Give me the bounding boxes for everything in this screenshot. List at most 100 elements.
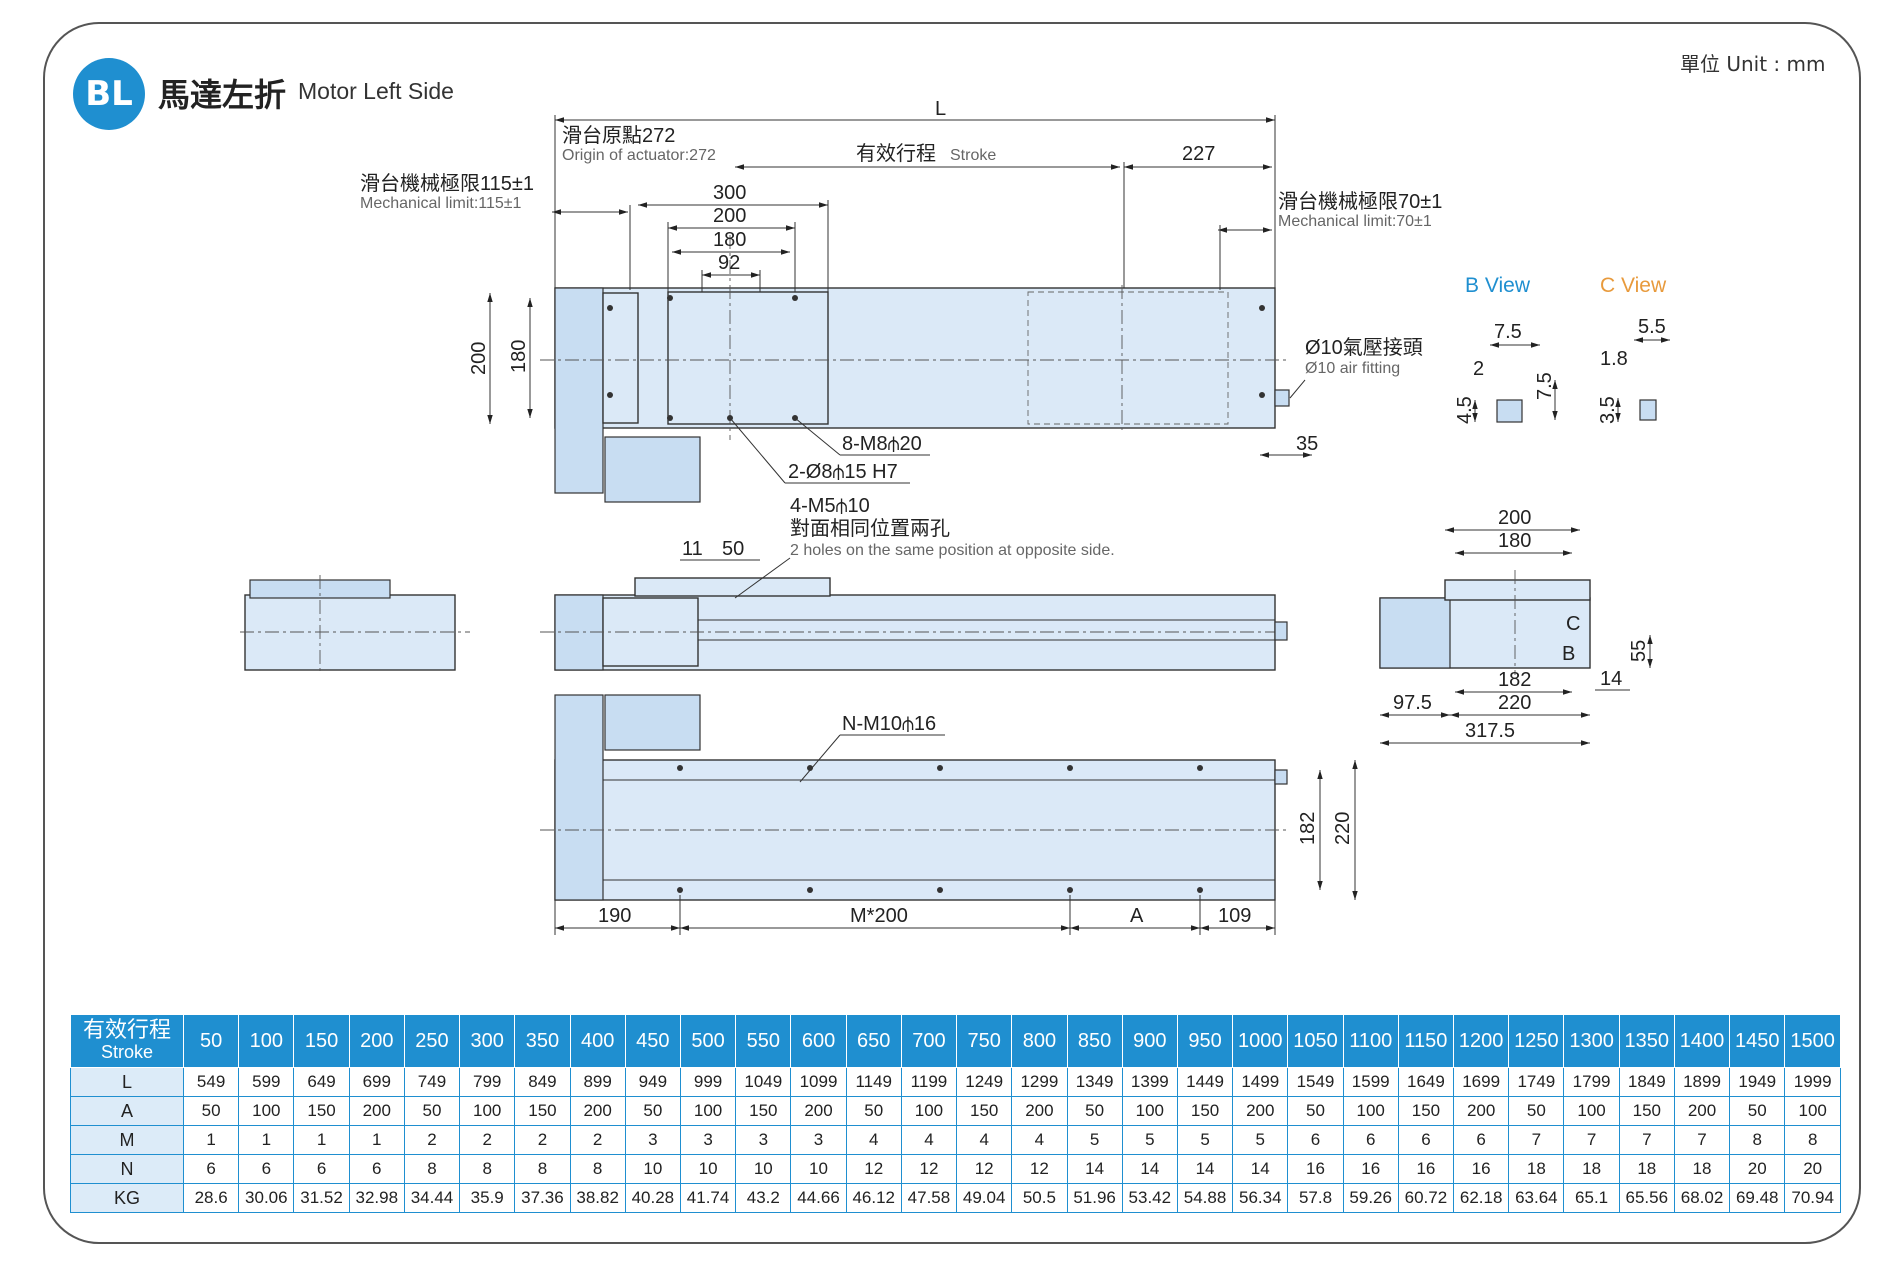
dim-M200: M*200 [850,905,908,927]
table-cell: 50 [845,1096,902,1126]
table-cell: 47.58 [900,1183,958,1213]
left-end-view [240,575,470,675]
table-cell: 8 [514,1154,571,1184]
table-cell: 16 [1287,1154,1344,1184]
b-view-d2: 2 [1473,358,1484,380]
c-view-d18: 1.8 [1600,348,1628,370]
c-view-d55: 5.5 [1638,316,1666,338]
dim-e14: 14 [1600,668,1622,690]
table-cell: 7 [1508,1125,1565,1155]
table-cell: 1 [238,1125,295,1155]
table-cell: 12 [956,1154,1013,1184]
table-cell: 200 [348,1096,405,1126]
table-cell: 50 [1729,1096,1786,1126]
stroke-header: 100 [238,1014,295,1068]
stroke-header: 1300 [1563,1014,1620,1068]
table-cell: 5 [1232,1125,1289,1155]
row-label: M [70,1125,184,1155]
table-cell: 8 [459,1154,516,1184]
dim-227: 227 [1182,143,1215,165]
table-cell: 68.02 [1673,1183,1731,1213]
callout-n-m10: N-M10⫛16 [842,713,936,735]
table-cell: 50 [403,1096,461,1126]
table-cell: 1599 [1342,1067,1399,1097]
callout-m8: 8-M8⫛20 [842,433,922,455]
stroke-header: 1500 [1784,1014,1841,1068]
table-cell: 2 [459,1125,516,1155]
stroke-header: 1250 [1508,1014,1565,1068]
table-cell: 60.72 [1397,1183,1455,1213]
b-view-d75: 7.5 [1494,321,1522,343]
table-cell: 54.88 [1176,1183,1234,1213]
table-cell: 100 [679,1096,737,1126]
dim-L: L [935,98,946,120]
bottom-motor [604,694,701,751]
stroke-header: 1100 [1342,1014,1399,1068]
stroke-header: 250 [403,1014,461,1068]
row-label: L [70,1067,184,1097]
table-cell: 59.26 [1342,1183,1399,1213]
table-cell: 14 [1232,1154,1289,1184]
table-cell: 549 [182,1067,240,1097]
table-cell: 18 [1508,1154,1565,1184]
title-chinese: 馬達左折 [158,76,287,114]
stroke-header: 900 [1121,1014,1178,1068]
dim-11: 11 [682,538,703,560]
table-cell: 69.48 [1729,1183,1786,1213]
table-cell: 35.9 [459,1183,516,1213]
dim-180: 180 [713,229,746,251]
dim-e220: 220 [1498,692,1531,714]
table-cell: 50 [1508,1096,1565,1126]
b-view-title: B View [1465,274,1531,297]
table-cell: 6 [182,1154,240,1184]
dim-h180: 180 [508,340,530,373]
table-cell: 50 [1287,1096,1344,1126]
stroke-header: 450 [624,1014,681,1068]
table-cell: 100 [1121,1096,1178,1126]
table-cell: 1449 [1176,1067,1234,1097]
dim-origin-cn: 滑台原點272 [562,124,675,147]
table-cell: 50.5 [1011,1183,1068,1213]
dim-e182: 182 [1498,669,1531,691]
table-cell: 1999 [1784,1067,1841,1097]
table-cell: 1849 [1618,1067,1675,1097]
table-cell: 6 [1342,1125,1399,1155]
table-cell: 1149 [845,1067,902,1097]
table-cell: 10 [624,1154,681,1184]
table-cell: 2 [569,1125,626,1155]
dim-35: 35 [1296,433,1318,455]
dim-92: 92 [718,252,740,274]
table-cell: 10 [790,1154,847,1184]
table-cell: 150 [735,1096,792,1126]
table-cell: 1949 [1729,1067,1786,1097]
table-cell: 1 [293,1125,350,1155]
table-cell: 150 [293,1096,350,1126]
table-cell: 150 [956,1096,1013,1126]
mech-right-cn: 滑台機械極限70±1 [1278,190,1442,213]
table-cell: 6 [1453,1125,1510,1155]
dim-190: 190 [598,905,631,927]
table-cell: 31.52 [293,1183,350,1213]
stroke-header: 800 [1011,1014,1068,1068]
table-cell: 1899 [1673,1067,1731,1097]
table-cell: 5 [1176,1125,1234,1155]
table-cell: 1649 [1397,1067,1455,1097]
table-cell: 1799 [1563,1067,1620,1097]
table-cell: 20 [1784,1154,1841,1184]
bottom-view: N-M10⫛16 182 220 190 M*200 A 109 [540,694,1358,935]
stroke-header: 200 [348,1014,405,1068]
table-cell: 3 [790,1125,847,1155]
table-cell: 1 [182,1125,240,1155]
table-header-cn: 有效行程 [82,1017,171,1042]
table-cell: 56.34 [1232,1183,1289,1213]
dim-e975: 97.5 [1393,692,1432,714]
table-cell: 3 [679,1125,737,1155]
table-cell: 16 [1397,1154,1455,1184]
table-cell: 1699 [1453,1067,1510,1097]
dim-stroke-cn: 有效行程 [856,142,936,165]
b-view: B View 7.5 2 7.5 4.5 [1454,274,1558,424]
table-cell: 50 [624,1096,681,1126]
